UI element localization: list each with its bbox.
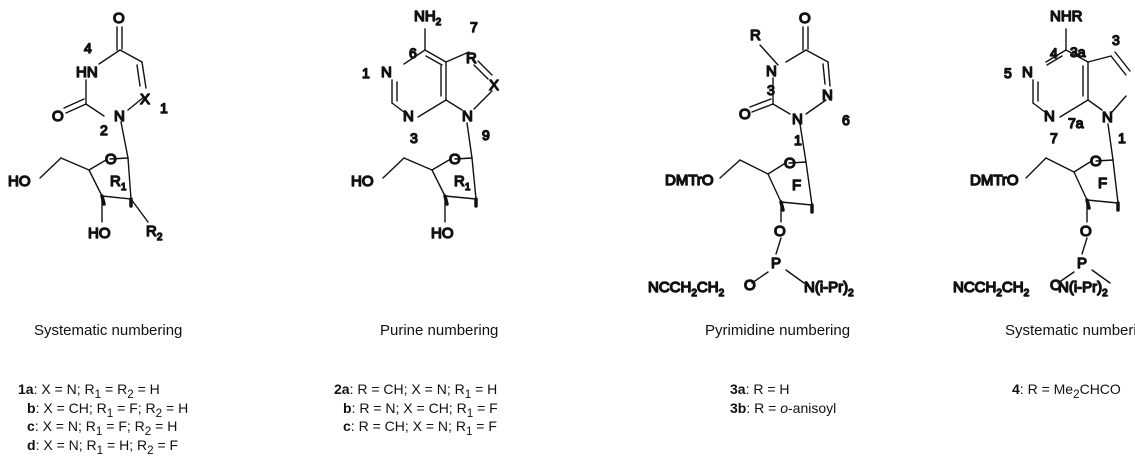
s4-num-7a: 7a	[1068, 115, 1084, 131]
s3-n1: N	[792, 111, 803, 128]
caption-structure-1: Systematic numbering	[34, 322, 183, 339]
s3-o-ring: O	[784, 155, 796, 172]
s2-bonds	[382, 28, 493, 223]
s1-num-2: 2	[100, 122, 108, 138]
s2-n9: N	[462, 108, 473, 125]
s2-ho-low: HO	[431, 225, 454, 242]
s1-x: X	[140, 91, 150, 108]
s3-o-top: O	[799, 10, 811, 27]
legend-1a: 1a: X = N; R1 = R2 = H	[18, 381, 160, 401]
legend-series-3: 3a: R = H 3b: R = o-anisoyl	[730, 380, 836, 417]
s1-r1: R1	[110, 173, 127, 193]
legend-series-4: 4: R = Me2CHCO	[1012, 380, 1121, 401]
s4-dmtro: DMTrO	[970, 172, 1019, 189]
s3-nipr: N(i-Pr)2	[804, 279, 854, 299]
s1-labels: O 4 HN X 1 O N 2 O HO R1 HO R2	[7, 9, 168, 243]
s1-r2: R2	[146, 223, 163, 243]
s3-r: R	[750, 27, 761, 44]
s2-r: R	[466, 50, 477, 67]
legend-1b: b: X = CH; R1 = F; R2 = H	[27, 399, 189, 420]
s2-num-9: 9	[482, 127, 490, 143]
s4-o-ring: O	[1090, 153, 1102, 170]
s4-bonds	[1025, 28, 1131, 284]
s3-num-3: 3	[767, 82, 775, 98]
s4-num-5: 5	[1004, 65, 1012, 81]
s2-o-ring: O	[449, 151, 461, 168]
s4-o-chain: O	[1050, 277, 1062, 294]
s2-n3: N	[403, 108, 414, 125]
s1-o-left: O	[52, 108, 64, 125]
legend-2c: c: R = CH; X = N; R1 = F	[343, 418, 497, 438]
s4-nhr: NHR	[1050, 8, 1083, 25]
legend-3a: 3a: R = H	[730, 381, 790, 397]
s2-labels: NH2 6 7 R X 1 N N 3 N 9 O HO R1 HO	[350, 7, 499, 242]
s2-n1: N	[381, 64, 392, 81]
s1-o-ring: O	[105, 151, 117, 168]
s4-n7: N	[1044, 108, 1055, 125]
s4-labels: NHR 4 3a 3 5 N N 7 7a N 1 O DMTrO F O P …	[952, 7, 1126, 299]
s4-f: F	[1098, 175, 1107, 192]
s2-nh2: NH2	[414, 8, 442, 28]
legend-2b: b: R = N; X = CH; R1 = F	[343, 399, 498, 420]
legend-1c: c: X = N; R1 = F; R2 = H	[27, 418, 178, 438]
s3-f: F	[792, 177, 801, 194]
s4-o-phos: O	[1080, 223, 1092, 240]
s3-dmtro: DMTrO	[665, 172, 714, 189]
s3-n-right: N	[822, 87, 833, 104]
structure-4: NHR 4 3a 3 5 N N 7 7a N 1 O DMTrO F O P …	[952, 7, 1131, 300]
s3-o-chain: O	[744, 277, 756, 294]
s2-ho-chain: HO	[351, 173, 374, 190]
s4-nipr: N(i-Pr)2	[1058, 279, 1108, 299]
s3-num-6: 6	[842, 112, 850, 128]
legend-1d: d: X = N; R1 = H; R2 = F	[27, 436, 179, 457]
s4-num-3a: 3a	[1070, 44, 1086, 60]
s1-bonds	[39, 26, 149, 223]
legend-3b: 3b: R = o-anisoyl	[730, 399, 837, 416]
s4-num-4: 4	[1050, 45, 1058, 61]
s1-num-1: 1	[160, 100, 168, 116]
s3-o-phos: O	[774, 223, 786, 240]
structure-3: R O N 3 O N 6 N 1 O DMTrO F O P O NCCH2C…	[647, 9, 855, 299]
caption-structure-4: Systematic numbering	[1005, 322, 1135, 339]
s3-labels: R O N 3 O N 6 N 1 O DMTrO F O P O NCCH2C…	[647, 9, 855, 299]
s1-ring-4: 4	[84, 40, 92, 56]
s2-num-6: 6	[409, 45, 417, 61]
s3-ncc: NCCH2CH2	[648, 279, 725, 299]
s2-r1: R1	[454, 173, 471, 193]
legend-2a: 2a: R = CH; X = N; R1 = H	[334, 381, 498, 401]
s1-nh: HN	[76, 64, 98, 81]
s1-n2: N	[114, 108, 125, 125]
s2-x: X	[489, 77, 499, 94]
s4-ncc: NCCH2CH2	[953, 279, 1030, 299]
legend-series-2: 2a: R = CH; X = N; R1 = H b: R = N; X = …	[334, 380, 498, 438]
s4-num-1: 1	[1118, 130, 1126, 146]
legend-series-1: 1a: X = N; R1 = R2 = H b: X = CH; R1 = F…	[18, 380, 189, 457]
s2-num-7: 7	[470, 19, 478, 35]
s1-o-top: O	[113, 10, 125, 27]
s4-n1: N	[1102, 109, 1113, 126]
s4-num-3: 3	[1112, 32, 1120, 48]
s1-ho-chain: HO	[8, 173, 31, 190]
legend-4: 4: R = Me2CHCO	[1012, 381, 1121, 401]
structure-2: NH2 6 7 R X 1 N N 3 N 9 O HO R1 HO	[350, 7, 499, 242]
s2-num-1: 1	[362, 65, 370, 81]
structure-1: O 4 HN X 1 O N 2 O HO R1 HO R2	[7, 9, 168, 243]
caption-structure-2: Purine numbering	[380, 322, 499, 339]
s3-p: P	[771, 255, 781, 272]
s3-n3: N	[766, 63, 777, 80]
s4-n5: N	[1022, 64, 1033, 81]
s4-num-7: 7	[1050, 130, 1058, 146]
s2-num-3: 3	[410, 130, 418, 146]
s4-p: P	[1077, 255, 1087, 272]
s3-bonds	[719, 26, 831, 284]
s3-num-1: 1	[794, 132, 802, 148]
s1-ho-low: HO	[88, 225, 111, 242]
caption-structure-3: Pyrimidine numbering	[705, 322, 851, 339]
s3-o-left: O	[739, 106, 751, 123]
